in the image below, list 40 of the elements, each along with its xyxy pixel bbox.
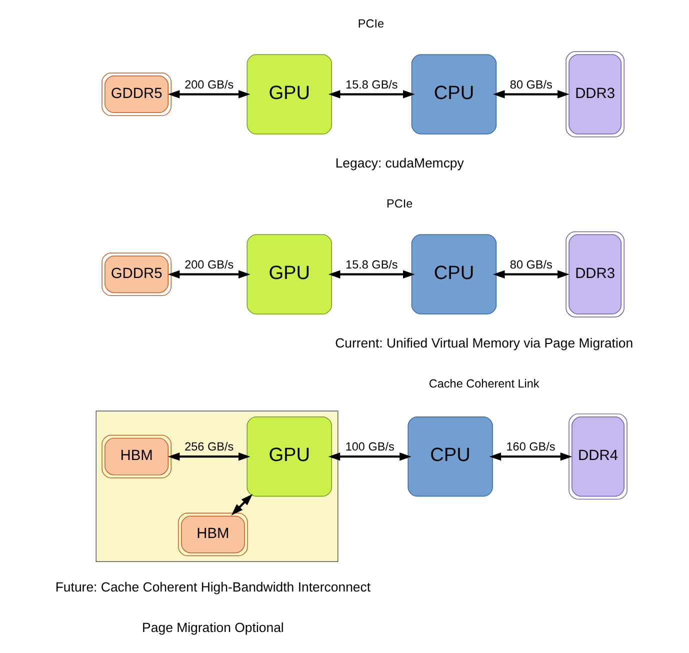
label: Page Migration Optional — [142, 620, 284, 635]
edge-label: 100 GB/s — [345, 440, 394, 454]
arrow — [168, 90, 250, 98]
node-box: GPU — [246, 54, 332, 134]
label: Cache Coherent Link — [428, 377, 540, 390]
arrow — [328, 452, 412, 461]
node-box: CPU — [411, 54, 497, 134]
edge-label: 200 GB/s — [184, 258, 234, 272]
node-box: GPU — [246, 416, 332, 497]
edge-label: 15.8 GB/s — [346, 258, 398, 272]
arrow — [492, 90, 570, 98]
cluster — [96, 410, 338, 562]
edge-label: 80 GB/s — [510, 78, 552, 92]
node-box: HBM — [102, 434, 172, 478]
arrow — [492, 270, 570, 278]
node-box: HBM — [178, 512, 248, 556]
arrow — [231, 494, 253, 516]
edge-label: 80 GB/s — [510, 258, 552, 272]
node-box: GPU — [246, 234, 332, 314]
arrow — [168, 270, 250, 278]
node-box: CPU — [411, 234, 497, 314]
edge-label: 15.8 GB/s — [346, 78, 398, 92]
arrow — [328, 270, 415, 278]
label: Current: Unified Virtual Memory via Page Migration — [335, 335, 634, 350]
arrow — [328, 90, 415, 98]
edge-label: 160 GB/s — [506, 440, 556, 454]
node-box: CPU — [408, 416, 493, 497]
node-box: GDDR5 — [102, 252, 172, 296]
node-box: DDR4 — [568, 414, 628, 500]
arrow — [489, 452, 572, 461]
node-box: GDDR5 — [102, 72, 172, 116]
edge-label: 200 GB/s — [184, 78, 234, 92]
label: Future: Cache Coherent High-Bandwidth Interconnect — [55, 579, 371, 594]
arrow — [168, 452, 250, 461]
edge-label: 256 GB/s — [184, 440, 234, 454]
label: Legacy: cudaMemcpy — [335, 155, 464, 170]
node-box: DDR3 — [566, 51, 624, 138]
label: PCIe — [386, 197, 413, 210]
node-box: DDR3 — [566, 231, 624, 318]
label: PCIe — [358, 17, 384, 30]
